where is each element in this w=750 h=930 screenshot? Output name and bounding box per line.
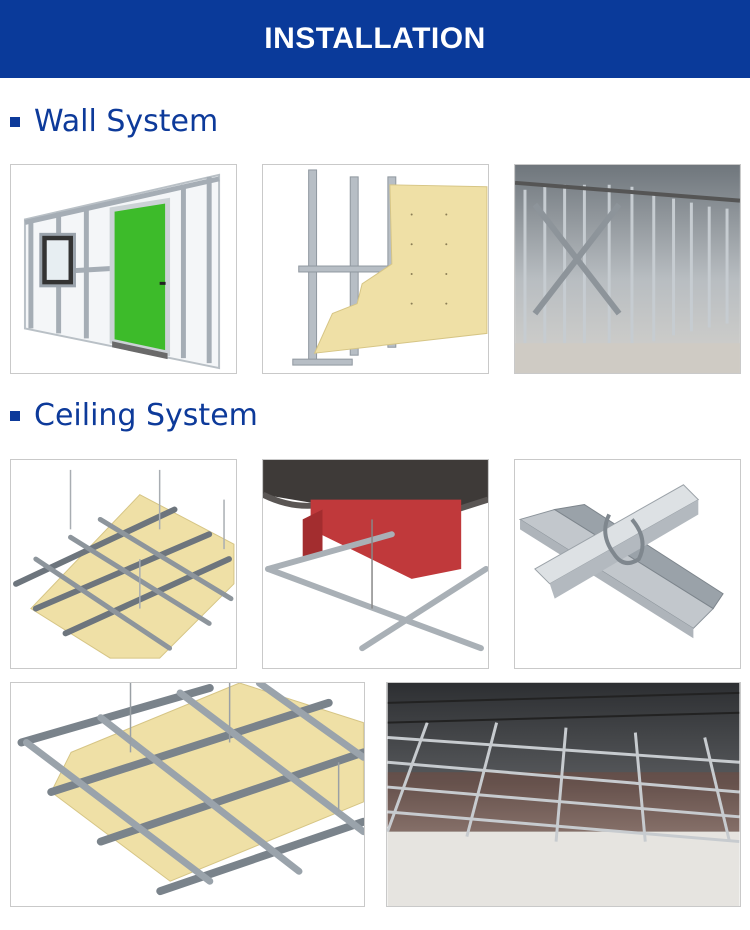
- wall-frame-construction-photo-illustration: [515, 165, 740, 373]
- ceiling-steel-beam-hanger-illustration: [263, 460, 488, 668]
- square-bullet-icon: [10, 410, 20, 421]
- ceiling-grid-closeup-illustration: [11, 683, 364, 906]
- ceiling-profile-clip-illustration: [515, 460, 740, 668]
- ceiling-grid-closeup-image: [10, 682, 365, 907]
- wall-frame-construction-photo-image: [514, 164, 741, 374]
- wall-frame-with-door-image: [10, 164, 237, 374]
- ceiling-grid-room-photo-image: [386, 682, 741, 907]
- ceiling-steel-beam-hanger-image: [262, 459, 489, 669]
- ceiling-profile-clip-image: [514, 459, 741, 669]
- banner-title: INSTALLATION: [264, 22, 486, 55]
- wall-system-title: Wall System: [34, 104, 219, 139]
- ceiling-grid-with-board-illustration: [11, 460, 236, 668]
- wall-frame-with-door-illustration: [11, 165, 236, 373]
- square-bullet-icon: [10, 116, 20, 127]
- installation-banner: INSTALLATION: [0, 0, 750, 78]
- wall-studs-with-board-image: [262, 164, 489, 374]
- ceiling-grid-with-board-image: [10, 459, 237, 669]
- wall-studs-with-board-illustration: [263, 165, 488, 373]
- ceiling-system-title: Ceiling System: [34, 398, 258, 433]
- ceiling-grid-room-photo-illustration: [387, 683, 740, 906]
- ceiling-system-heading: Ceiling System: [10, 398, 258, 433]
- wall-system-heading: Wall System: [10, 104, 218, 139]
